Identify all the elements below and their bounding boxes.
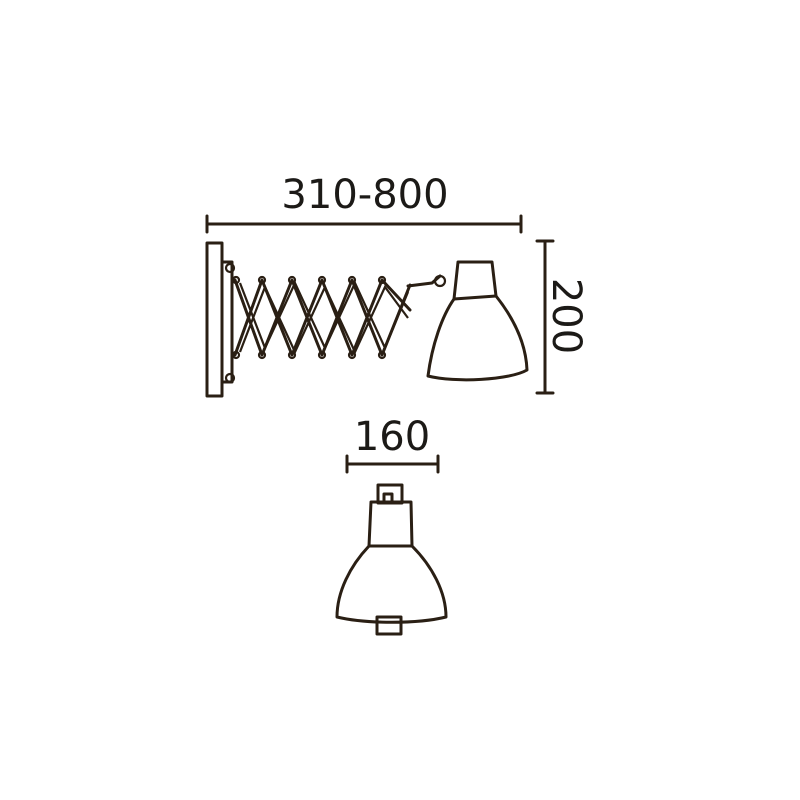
pivot-joint <box>257 350 267 360</box>
side-shade-collar-line <box>452 294 498 301</box>
wall-plate <box>205 241 224 398</box>
width-dimension-label: 310-800 <box>281 172 448 218</box>
pivot-joint <box>317 350 327 360</box>
wall-bracket <box>220 260 234 384</box>
pivot-joint <box>377 275 387 285</box>
bracket-screw-top <box>224 262 236 274</box>
shade-width-dimension-label: 160 <box>354 414 430 460</box>
shade-width-dimension: 160 <box>345 414 440 474</box>
width-dimension: 310-800 <box>205 172 523 234</box>
front-shade <box>335 500 448 624</box>
side-view-lamp <box>205 241 529 398</box>
front-view-lamp <box>335 483 448 636</box>
pivot-joint <box>347 275 357 285</box>
pivot-joint <box>317 275 327 285</box>
shade-hinge <box>433 274 447 288</box>
pivot-joint <box>231 350 241 360</box>
pivot-joint <box>257 275 267 285</box>
pivot-joint <box>287 350 297 360</box>
pivot-joint <box>347 350 357 360</box>
bracket-screw-bottom <box>224 372 236 384</box>
shade-connector <box>406 274 442 288</box>
scissor-arm <box>231 275 412 360</box>
pivot-joint <box>231 275 241 285</box>
pivot-joint <box>377 350 387 360</box>
side-shade <box>426 260 529 382</box>
front-bottom-mount <box>375 615 403 636</box>
height-dimension-label: 200 <box>543 278 589 354</box>
height-dimension: 200 <box>535 239 589 395</box>
pivot-joint <box>287 275 297 285</box>
